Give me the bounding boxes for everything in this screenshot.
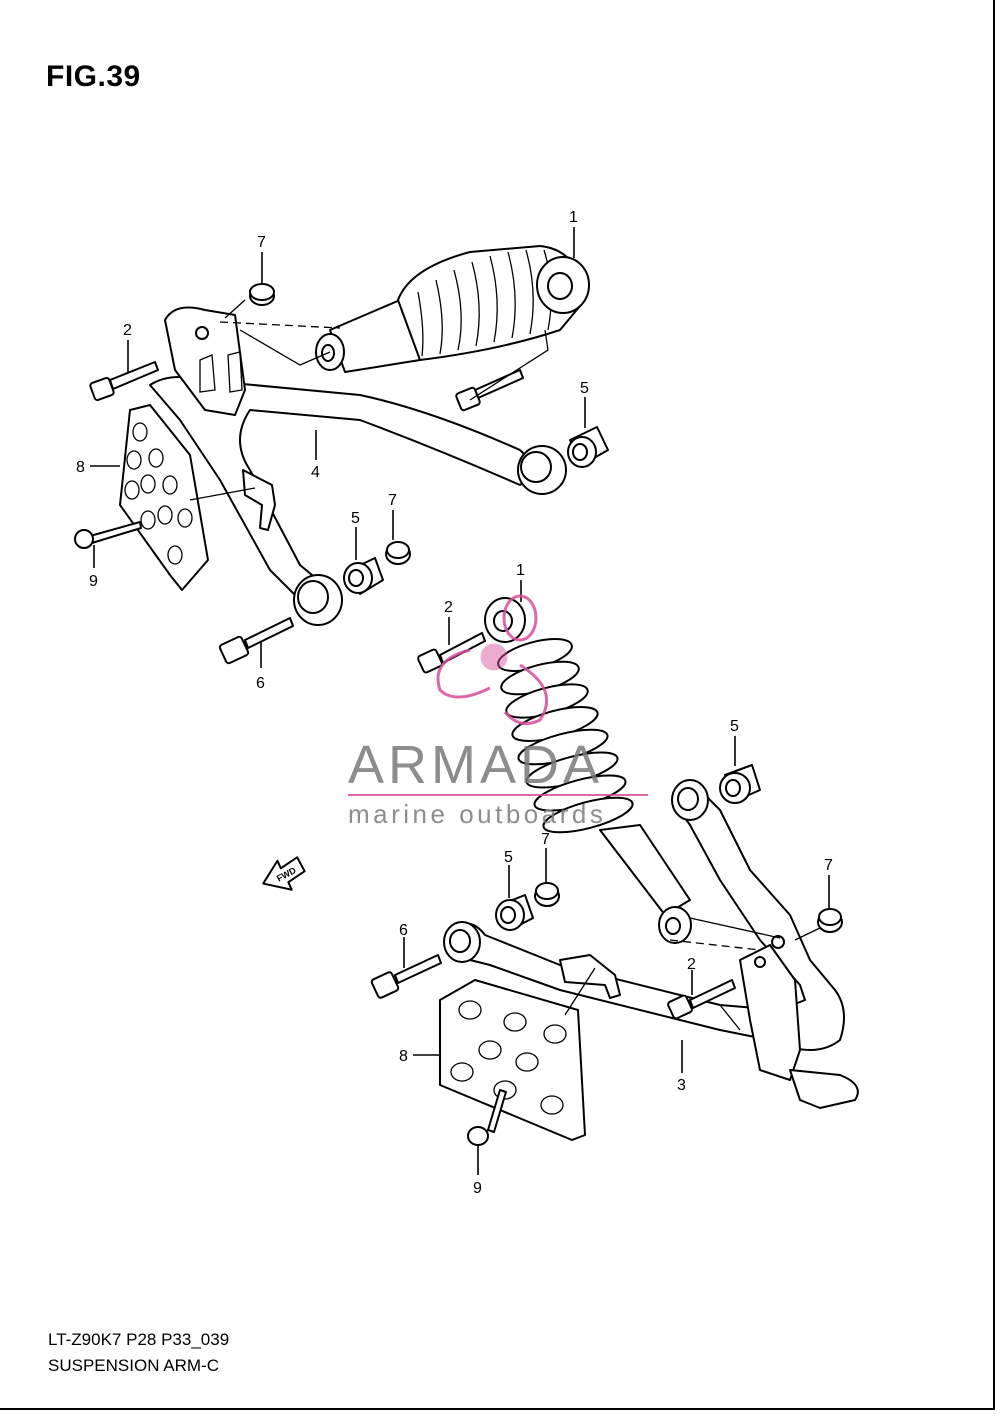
armada-watermark-logo: ARMADA marine outboards bbox=[348, 594, 648, 829]
lower-screw-9 bbox=[467, 1089, 507, 1146]
callout-lower-6: 6 bbox=[399, 922, 408, 939]
callout-lower-7a: 7 bbox=[541, 831, 550, 848]
callout-upper-4: 4 bbox=[311, 464, 320, 481]
callout-lower-2a: 2 bbox=[444, 599, 453, 616]
callout-lower-2b: 2 bbox=[687, 956, 696, 973]
callout-lower-1: 1 bbox=[516, 562, 525, 579]
upper-screw-9 bbox=[74, 521, 142, 549]
upper-shock-bolt bbox=[455, 369, 524, 412]
upper-nut-7b bbox=[385, 541, 411, 565]
lower-bolt-6 bbox=[370, 954, 442, 999]
lower-assembly bbox=[370, 597, 859, 1146]
armada-logo-icon bbox=[436, 594, 549, 726]
callout-upper-6: 6 bbox=[256, 675, 265, 692]
callout-lower-5b: 5 bbox=[504, 849, 513, 866]
lower-nut-7b bbox=[817, 908, 843, 933]
upper-bushing-5a bbox=[567, 426, 609, 468]
lower-bolt-2b bbox=[667, 979, 736, 1020]
callouts-lower: 1 2 5 7 5 7 6 2 8 3 9 bbox=[399, 562, 833, 1197]
callout-lower-7b: 7 bbox=[824, 857, 833, 874]
callout-lower-8: 8 bbox=[399, 1048, 408, 1065]
watermark-brand: ARMADA bbox=[348, 735, 603, 795]
callouts-upper: 1 2 7 5 4 8 7 5 9 6 bbox=[76, 209, 589, 692]
upper-bushing-5b bbox=[343, 557, 384, 595]
callout-upper-8: 8 bbox=[76, 459, 85, 476]
callout-lower-5a: 5 bbox=[730, 718, 739, 735]
callout-upper-5a: 5 bbox=[580, 380, 589, 397]
figure-title: FIG.39 bbox=[46, 60, 141, 93]
callout-lower-3: 3 bbox=[677, 1077, 686, 1094]
callout-upper-7b: 7 bbox=[388, 492, 397, 509]
upper-assembly bbox=[74, 245, 609, 665]
footer-section-name: SUSPENSION ARM-C bbox=[48, 1356, 219, 1375]
lower-foot-plate bbox=[439, 979, 586, 1141]
upper-bolt-2 bbox=[89, 361, 159, 402]
lower-bushing-5b bbox=[495, 894, 534, 931]
upper-swing-arm bbox=[149, 306, 567, 626]
upper-nut-7a bbox=[249, 283, 275, 306]
callout-upper-5b: 5 bbox=[351, 510, 360, 527]
watermark-tagline: marine outboards bbox=[348, 799, 606, 829]
lower-bushing-5a bbox=[719, 764, 761, 804]
lower-bolt-2a bbox=[417, 632, 486, 674]
callout-upper-9: 9 bbox=[89, 573, 98, 590]
callout-upper-2: 2 bbox=[123, 322, 132, 339]
callout-upper-1: 1 bbox=[569, 209, 578, 226]
upper-bolt-6 bbox=[218, 617, 294, 665]
lower-nut-7a bbox=[534, 882, 560, 907]
upper-foot-plate bbox=[119, 404, 209, 591]
fwd-arrow-icon: FWD bbox=[262, 856, 306, 891]
callout-upper-7a: 7 bbox=[257, 234, 266, 251]
footer-model-code: LT-Z90K7 P28 P33_039 bbox=[48, 1330, 230, 1349]
callout-lower-9: 9 bbox=[473, 1180, 482, 1197]
upper-shock-absorber bbox=[315, 245, 590, 373]
